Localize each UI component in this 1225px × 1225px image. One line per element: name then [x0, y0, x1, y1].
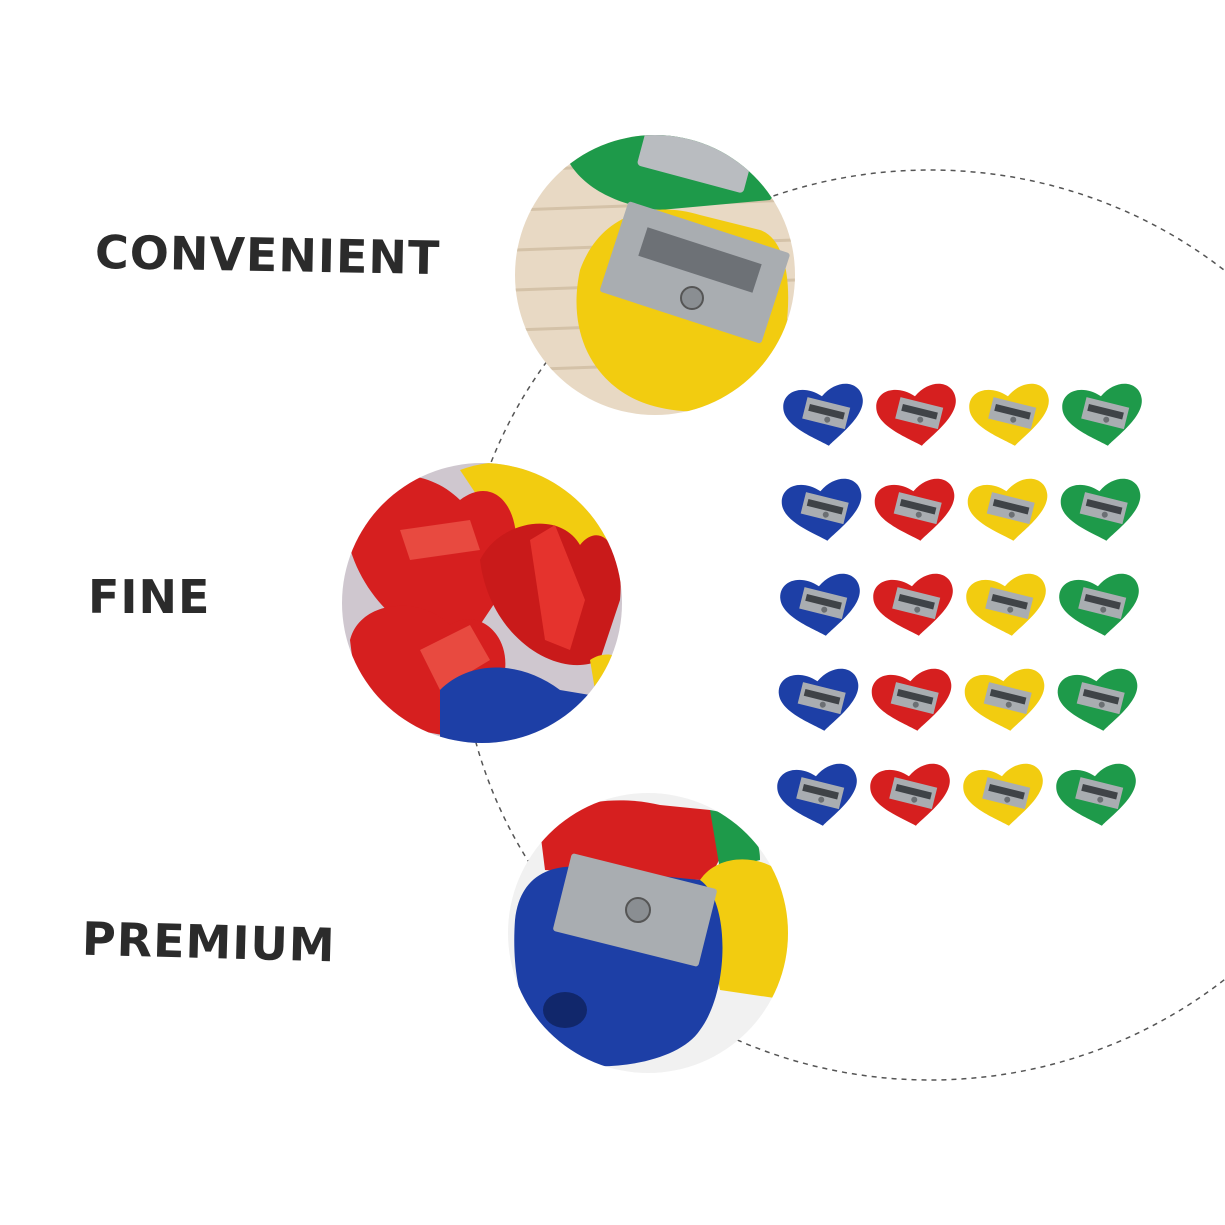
zoom-circle-top: [515, 135, 795, 415]
sharpener-red-1: [874, 381, 962, 452]
sharpener-green-3: [1057, 571, 1145, 642]
sharpener-yellow-2: [965, 476, 1054, 547]
sharpener-red-3: [871, 571, 959, 642]
sharpener-green-2: [1058, 476, 1147, 547]
sharpener-grid: [775, 381, 1148, 832]
sharpener-green-1: [1060, 381, 1148, 452]
sharpener-yellow-4: [962, 666, 1051, 737]
sharpener-blue-4: [776, 666, 865, 737]
feature-label-convenient: CONVENIENT: [94, 224, 441, 286]
feature-label-fine: FINE: [88, 570, 211, 624]
sharpener-red-4: [869, 666, 958, 737]
sharpener-yellow-5: [961, 761, 1049, 832]
zoom-circle-bottom: [508, 793, 788, 1073]
sharpener-red-5: [868, 761, 956, 832]
sharpener-green-5: [1054, 761, 1142, 832]
sharpener-green-4: [1055, 666, 1144, 737]
sharpener-yellow-1: [967, 381, 1055, 452]
sharpener-blue-5: [775, 761, 863, 832]
sharpener-yellow-3: [964, 571, 1052, 642]
zoom-circle-middle: [342, 463, 622, 743]
sharpener-blue-2: [779, 476, 868, 547]
sharpener-blue-1: [781, 381, 869, 452]
sharpener-red-2: [872, 476, 961, 547]
sharpener-blue-3: [778, 571, 866, 642]
feature-label-premium: PREMIUM: [81, 911, 337, 973]
